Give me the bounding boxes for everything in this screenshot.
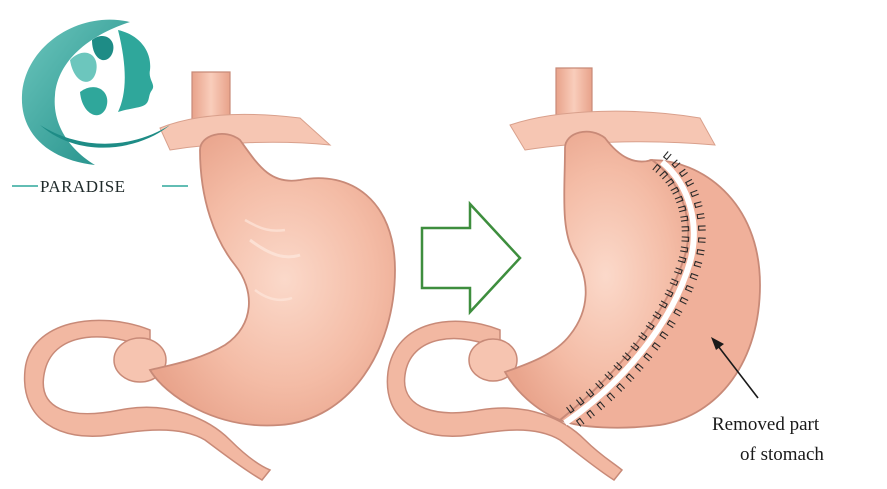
staple-mark [664, 151, 672, 159]
logo-face-icon [118, 30, 153, 112]
logo-leaf-icon [92, 36, 113, 60]
logo-leaf-icon [80, 87, 107, 115]
annotation-line-1: Removed part [712, 414, 820, 435]
logo-brand-text: PARADISE [40, 177, 126, 196]
transformation-arrow [422, 204, 520, 312]
annotation-line-2: of stomach [740, 444, 824, 465]
logo-leaf-icon [70, 53, 97, 82]
paradise-logo: PARADISE [12, 20, 188, 196]
stomach-before [25, 72, 395, 480]
